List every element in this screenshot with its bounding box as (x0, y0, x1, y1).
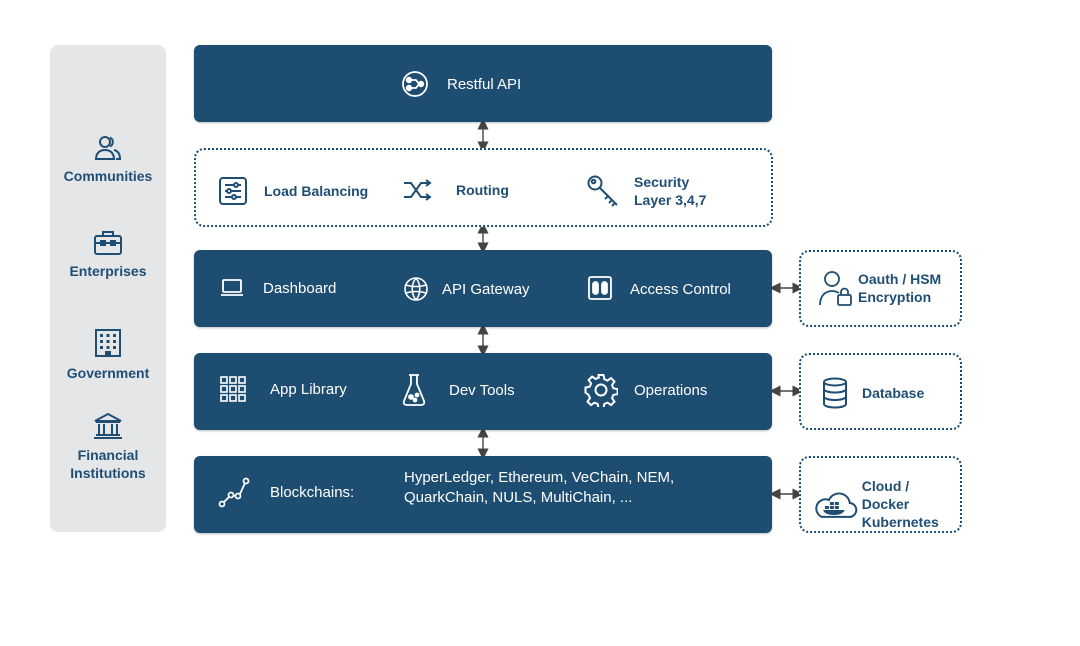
user-lock-icon (819, 271, 852, 306)
briefcase-icon (94, 231, 122, 255)
network-layer: Load Balancing Routing Security Layer 3,… (194, 148, 773, 227)
blockchains-label: Blockchains: (270, 483, 355, 501)
blockchains-item: Blockchains: (218, 476, 354, 508)
shuffle-icon (404, 179, 432, 201)
cloud-label: Cloud / Docker Kubernetes (861, 478, 939, 530)
sidebar-item-label: Enterprises (69, 263, 147, 279)
api-gateway-label: API Gateway (442, 280, 530, 298)
cloud-item: Cloud / Docker Kubernetes (812, 477, 960, 531)
sidebar-item-government: Government (50, 328, 166, 382)
access-control-item: Access Control (588, 276, 731, 302)
access-control-label: Access Control (630, 280, 731, 298)
restful-api-layer: Restful API (194, 45, 772, 122)
dashboard-label: Dashboard (263, 279, 337, 297)
building-icon (95, 329, 121, 357)
gear-icon (584, 374, 618, 407)
database-item: Database (821, 377, 924, 409)
security-label: Security Layer 3,4,7 (634, 174, 707, 208)
restful-api-label: Restful API (447, 75, 522, 93)
grid-icon (220, 376, 246, 402)
operations-item: Operations (584, 373, 707, 407)
routing-label: Routing (456, 182, 509, 198)
bank-icon (94, 412, 122, 439)
sidebar-item-communities: Communities (50, 135, 166, 185)
route-icon (218, 477, 250, 508)
users-icon (94, 136, 122, 160)
dashboard-item: Dashboard (220, 278, 336, 298)
sliders-icon (219, 177, 247, 205)
api-gateway-item: API Gateway (403, 276, 530, 302)
blockchain-layer: Blockchains: HyperLedger, Ethereum, VeCh… (194, 456, 772, 533)
blockchain-list: HyperLedger, Ethereum, VeChain, NEM, Qua… (404, 469, 675, 506)
sidebar-item-label: Financial Institutions (70, 447, 146, 481)
app-library-item: App Library (220, 376, 347, 402)
security-item: Security Layer 3,4,7 (586, 173, 706, 209)
routing-item: Routing (402, 178, 509, 202)
operations-label: Operations (634, 381, 708, 399)
sidebar-item-label: Government (66, 365, 150, 381)
switches-icon (588, 276, 612, 300)
cloud-docker-box: Cloud / Docker Kubernetes (799, 456, 962, 533)
audience-sidebar: Communities Enterprises Government Finan… (50, 45, 166, 532)
laptop-icon (221, 279, 243, 296)
load-balancing-label: Load Balancing (264, 183, 369, 199)
load-balancing-item: Load Balancing (218, 176, 368, 206)
globe-icon (404, 277, 428, 301)
database-label: Database (862, 385, 925, 401)
restful-api-item: Restful API (400, 70, 521, 98)
cloud-docker-icon (815, 492, 858, 518)
sidebar-item-label: Communities (63, 168, 153, 184)
oauth-hsm-box: Oauth / HSM Encryption (799, 250, 962, 327)
app-library-label: App Library (270, 380, 347, 398)
flask-icon (402, 374, 426, 406)
gateway-layer: Dashboard API Gateway Access Control (194, 250, 772, 327)
dev-tools-label: Dev Tools (449, 381, 515, 399)
database-icon (823, 377, 847, 409)
sidebar-item-enterprises: Enterprises (50, 230, 166, 280)
tools-layer: App Library Dev Tools Operations (194, 353, 772, 430)
database-box: Database (799, 353, 962, 430)
key-icon (587, 175, 618, 207)
oauth-item: Oauth / HSM Encryption (818, 269, 941, 307)
sidebar-item-financial-institutions: Financial Institutions (50, 412, 166, 482)
oauth-label: Oauth / HSM Encryption (858, 271, 942, 305)
dev-tools-item: Dev Tools (402, 373, 515, 407)
api-icon (402, 71, 428, 97)
